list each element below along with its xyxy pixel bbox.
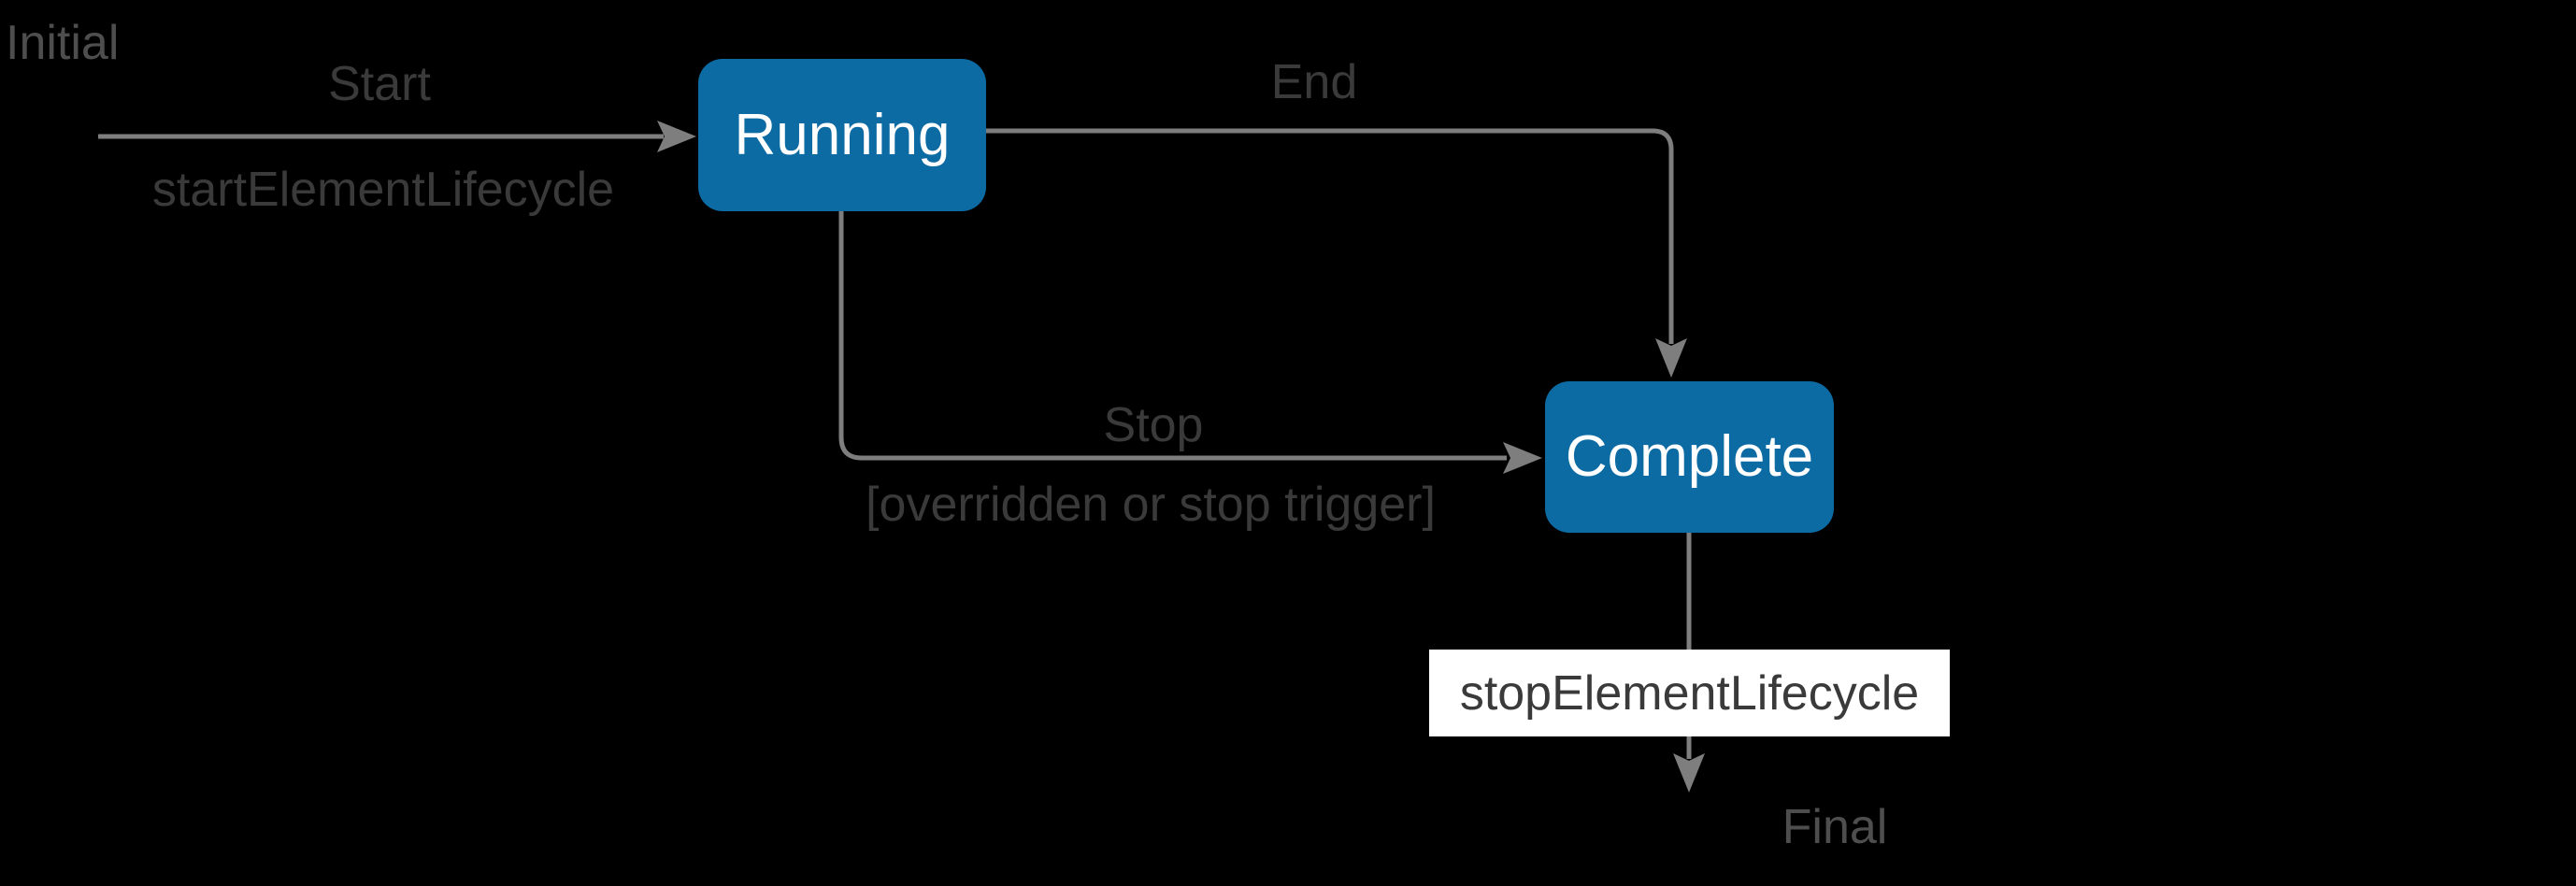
start-transition-arrowhead-icon — [657, 121, 696, 152]
final-transition-arrowhead-icon — [1673, 753, 1705, 793]
stop-transition-connector — [838, 211, 1507, 461]
end-transition-connector — [986, 128, 1674, 344]
final-pseudostate-label: Final — [1782, 800, 1888, 854]
stop-transition-arrowhead-icon — [1503, 442, 1542, 474]
stop-transition-trigger-label: Stop — [1103, 398, 1204, 452]
final-transition-action-label: stopElementLifecycle — [1429, 650, 1950, 736]
end-transition-arrowhead-icon — [1655, 338, 1687, 378]
stop-transition-guard-label: [overridden or stop trigger] — [866, 478, 1436, 532]
start-transition-action-label: startElementLifecycle — [151, 163, 615, 217]
complete-state-node: Complete — [1545, 381, 1834, 533]
end-transition-trigger-label: End — [1270, 55, 1358, 109]
initial-pseudostate-label: Initial — [6, 16, 120, 70]
running-state-node: Running — [698, 59, 986, 211]
start-transition-trigger-label: Start — [328, 57, 431, 111]
